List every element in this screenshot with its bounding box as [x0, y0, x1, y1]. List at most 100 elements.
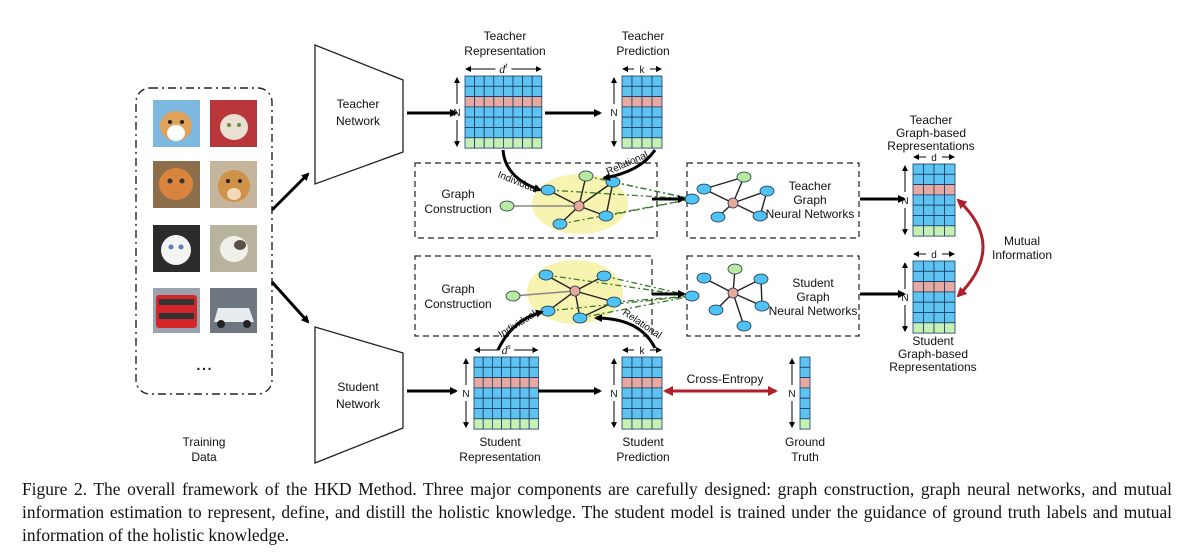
- student-pred-cell: [641, 387, 653, 399]
- student-left-edge: [512, 290, 576, 297]
- student-rep-cell: [482, 408, 493, 420]
- teacher-left-node: [598, 210, 614, 222]
- student-graph-rep-cell: [912, 322, 924, 334]
- teacher-gnn-box: [686, 162, 860, 239]
- teacher-rep-cell: [483, 106, 495, 118]
- student-rep-cell: [501, 418, 512, 430]
- student-rep-cell: [528, 418, 539, 430]
- teacher-rep-cell: [522, 75, 533, 87]
- teacher-pred-cell: [631, 137, 643, 149]
- student-pred-cell: [621, 366, 633, 378]
- teacher-graph-rep-cell: [933, 215, 945, 227]
- teacher-left-node: [499, 200, 515, 212]
- teacher-rep-cell: [512, 127, 524, 139]
- student-graph-rep-cell: [912, 270, 924, 282]
- teacher-pred-cell: [651, 137, 663, 149]
- ground-truth-cell: [799, 418, 811, 430]
- dog-image-1: [153, 100, 200, 147]
- ground-truth-cell: [799, 377, 811, 389]
- student-pred-cell: [631, 387, 643, 399]
- student-rep-cell: [519, 356, 530, 368]
- teacher-pred-cell: [641, 85, 653, 98]
- student-graph-rep-n-label: N: [901, 293, 908, 304]
- student-right-node: [727, 263, 743, 275]
- student-left-node: [572, 312, 588, 324]
- student-graph-construction-label-1: Graph: [441, 282, 474, 296]
- teacher-rep-cell: [474, 137, 485, 149]
- dog-image-2: [210, 161, 257, 208]
- teacher-pred-cell: [641, 106, 653, 118]
- teacher-right-node: [710, 211, 726, 223]
- ground-truth-cell: [799, 397, 811, 409]
- ground-truth-n-label: N: [788, 389, 795, 400]
- student-rep-cell: [482, 356, 493, 368]
- teacher-rep-cell: [493, 85, 504, 98]
- teacher-gnn-label-2: Graph: [793, 193, 826, 207]
- student-graph-rep-label-2: Graph-based: [898, 347, 968, 361]
- teacher-rep-cell: [502, 96, 514, 108]
- teacher-rep-cell: [531, 75, 543, 87]
- teacher-left-node: [684, 193, 700, 205]
- cat-image-2: [153, 161, 200, 208]
- teacher-rep-cell: [464, 85, 476, 98]
- student-pred-cell: [641, 397, 653, 409]
- teacher-rep-title-1: Teacher: [484, 29, 527, 43]
- teacher-rep-cell: [512, 116, 524, 128]
- student-right-node: [708, 304, 724, 316]
- student-rep-cell: [473, 366, 484, 378]
- student-rep-cell: [510, 397, 521, 409]
- student-gnn-label-3: Neural Networks: [769, 304, 858, 318]
- student-rep-cell: [528, 356, 539, 368]
- teacher-graph-rep-cell: [944, 225, 956, 237]
- teacher-rep-cell: [531, 137, 543, 149]
- student-rep-cell: [501, 387, 512, 399]
- student-pred-cell: [651, 387, 663, 399]
- mutual-information-label-2: Information: [992, 248, 1052, 262]
- teacher-gnn-graph: [696, 171, 775, 223]
- student-gnn-graph: [696, 263, 770, 332]
- teacher-graph-rep-label-3: Representations: [887, 139, 974, 153]
- teacher-network: Teacher Network: [314, 44, 404, 185]
- teacher-rep-cell: [474, 85, 485, 98]
- teacher-rep-cell: [502, 137, 514, 149]
- teacher-graph-rep-cell: [912, 194, 924, 206]
- student-gnn-label-2: Graph: [796, 290, 829, 304]
- teacher-graph-rep-cell: [923, 184, 935, 196]
- teacher-rep-cell: [493, 106, 504, 118]
- student-graph-rep-cell: [944, 291, 956, 303]
- student-graph-construction-box: [414, 255, 653, 337]
- student-pred-cell: [641, 366, 653, 378]
- teacher-right-node: [727, 197, 739, 209]
- teacher-pred-cell: [631, 106, 643, 118]
- student-right-node: [753, 273, 769, 285]
- ground-truth-matrix: N: [788, 356, 811, 430]
- student-graph-construction-label-2: Construction: [424, 297, 491, 311]
- teacher-pred-cell: [631, 96, 643, 108]
- svg-text:Teacher: Teacher: [337, 97, 380, 111]
- teacher-gnn-label-1: Teacher: [789, 179, 832, 193]
- teacher-graph-rep-cell: [933, 173, 945, 186]
- teacher-pred-cell: [621, 116, 633, 128]
- teacher-rep-cell: [522, 85, 533, 98]
- student-pred-cell: [641, 418, 653, 430]
- teacher-pred-cell: [641, 137, 653, 149]
- student-rep-cell: [510, 387, 521, 399]
- student-graph-rep-cell: [944, 301, 956, 313]
- teacher-representation-matrix: Ndt: [453, 61, 543, 149]
- student-graph-rep-cell: [944, 260, 956, 272]
- teacher-rep-cell: [464, 137, 476, 149]
- teacher-pred-cell: [621, 137, 633, 149]
- teacher-graph-rep-cell: [912, 215, 924, 227]
- teacher-rep-cell: [493, 137, 504, 149]
- teacher-rep-cell: [531, 96, 543, 108]
- teacher-pred-title-1: Teacher: [622, 29, 665, 43]
- teacher-rep-cell: [464, 106, 476, 118]
- teacher-left-edge: [547, 189, 693, 200]
- student-pred-title-2: Prediction: [616, 450, 669, 464]
- student-pred-cell: [651, 377, 663, 389]
- student-pred-cell: [631, 397, 643, 409]
- teacher-rep-cell: [474, 127, 485, 139]
- student-pred-dim-label: k: [640, 346, 646, 357]
- teacher-rep-cell: [483, 75, 495, 87]
- cat-image-1: [210, 100, 257, 147]
